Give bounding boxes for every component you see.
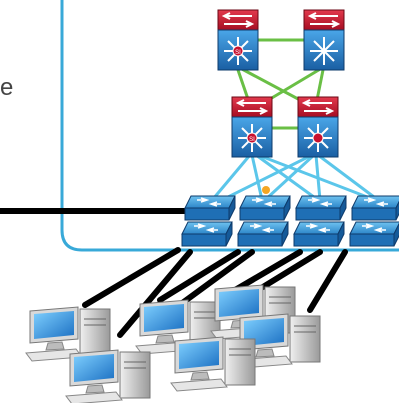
core-switch-left: SI [217,9,259,71]
core-switch-right [303,9,345,71]
access-switch-grid [181,195,399,247]
core-switch-left-badge: SI [235,50,241,56]
access-switch-icon [181,221,233,247]
access-switch-icon [239,195,291,221]
distribution-switch-left-badge: SI [249,137,255,143]
distribution-switch-right [297,96,339,158]
access-switch-icon [237,221,289,247]
distribution-switch-left: SI [231,96,273,158]
workstation-icon [25,306,111,362]
campus-panel-border [60,0,399,252]
client-workstations [25,284,321,405]
access-switch-icon [295,195,347,221]
client-cables [82,247,348,338]
workstation-icon [65,349,151,405]
workstation-icon [170,336,256,392]
access-switch-icon [293,221,345,247]
access-switch-icon [184,195,236,221]
access-switch-icon [349,221,399,247]
status-led [262,186,270,194]
cropped-label-text: e [0,74,14,101]
access-switch-icon [351,195,399,221]
